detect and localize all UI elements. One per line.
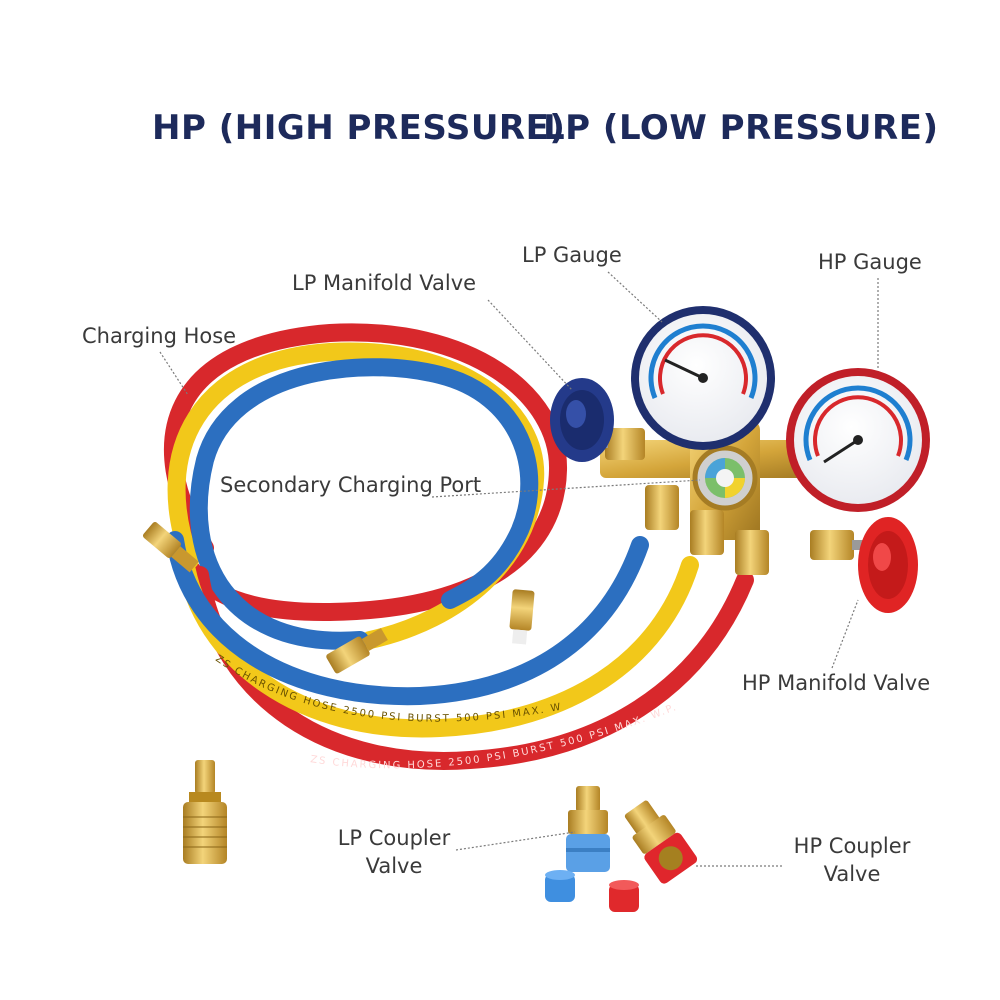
red-hose-coil [164,323,568,622]
lp-coupler-valve-label-line2: Valve [365,854,423,878]
red-cap-icon [609,880,639,912]
lp-coupler-leader [455,831,576,851]
lp-gauge-icon [631,306,775,450]
brass-fitting-mid [326,627,388,674]
secondary-charging-port-label: Secondary Charging Port [220,473,482,497]
hp-gauge-label: HP Gauge [818,250,922,274]
blue-hose-lower [166,531,649,706]
hp-gauge-icon [786,368,930,512]
hp-manifold-valve-label: HP Manifold Valve [742,671,931,695]
hp-knob-icon [858,517,918,613]
lp-manifold-valve-label: LP Manifold Valve [292,271,477,295]
secondary-port-leader [431,479,701,498]
manifold-body [590,420,880,575]
lp-manifold-valve-leader [487,299,573,391]
charging-hose-leader [159,351,189,396]
lp-coupler-valve-label: LP Coupler Valve [332,824,456,880]
lp-heading: LP (LOW PRESSURE) [543,108,939,148]
hp-coupler-icon [624,800,698,884]
charging-hose-label: Charging Hose [82,324,237,348]
brass-fitting-left [143,521,199,573]
lp-coupler-icon [566,786,610,872]
lp-coupler-valve-label-line1: LP Coupler [337,826,451,850]
leader-lines [159,271,879,867]
hp-coupler-valve-label-line2: Valve [823,862,881,886]
blue-cap-icon [545,870,575,902]
brass-fitting-right [509,589,535,645]
blue-hose-coil [189,358,539,650]
hp-coupler-valve-label: HP Coupler Valve [786,832,918,888]
hp-manifold-valve-leader [831,599,859,669]
hp-coupler-valve-label-line1: HP Coupler [793,834,911,858]
lp-gauge-leader [607,271,663,323]
lp-gauge-label: LP Gauge [522,243,622,267]
hp-heading: HP (HIGH PRESSURE) [152,108,566,148]
brass-adapter-icon [183,760,227,864]
lp-knob-icon [550,378,614,462]
